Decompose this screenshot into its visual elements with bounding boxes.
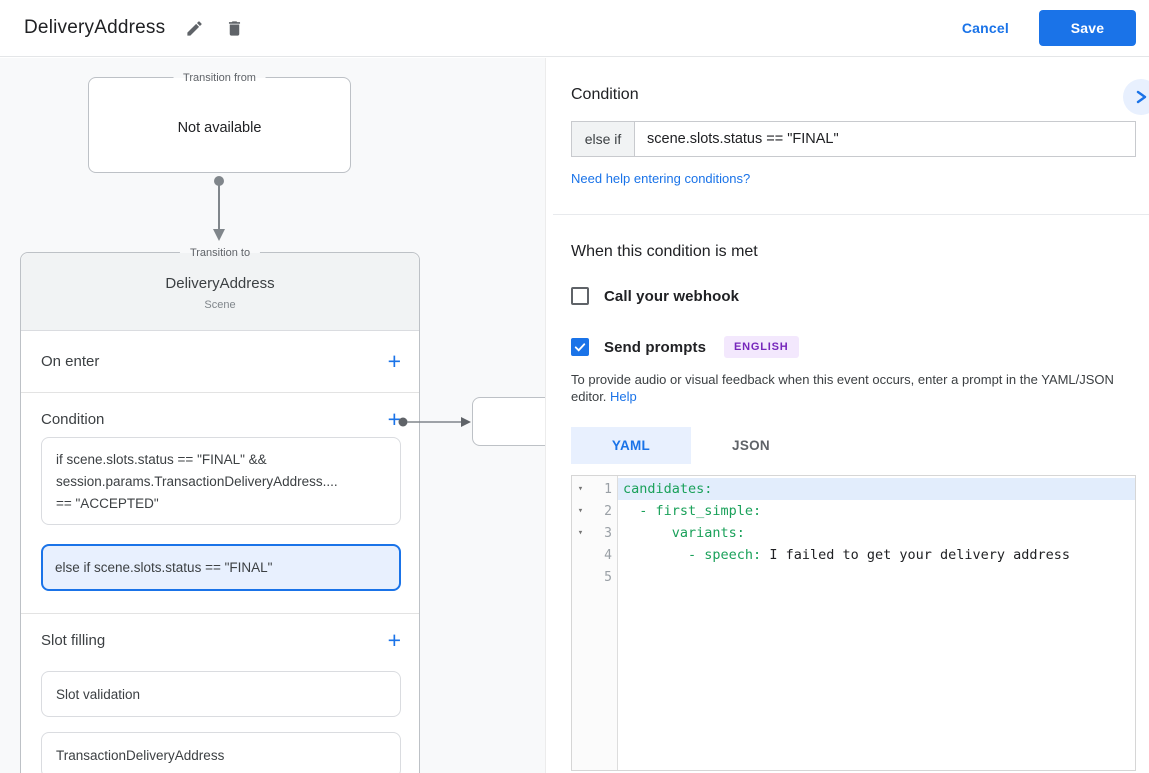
trash-icon: [225, 19, 244, 38]
webhook-checkbox-unchecked[interactable]: [571, 287, 589, 305]
tab-yaml[interactable]: YAML: [571, 427, 691, 464]
condition-help-link[interactable]: Need help entering conditions?: [571, 171, 751, 186]
condition-editor-panel: Condition else if Need help entering con…: [546, 58, 1149, 773]
add-slot-button[interactable]: +: [387, 626, 401, 653]
code-indent: [623, 547, 688, 563]
section-divider: [21, 613, 419, 614]
on-enter-section: On enter +: [21, 331, 419, 393]
on-enter-label: On enter: [41, 353, 100, 370]
condition-label: Condition: [41, 410, 105, 428]
code-key: - speech:: [688, 547, 762, 563]
fold-arrow-icon[interactable]: ▾: [577, 484, 584, 494]
scene-card: Transition to DeliveryAddress Scene On e…: [20, 247, 420, 773]
condition-else-card-selected[interactable]: else if scene.slots.status == "FINAL": [41, 544, 401, 591]
editor-tabs: YAML JSON: [571, 427, 1136, 464]
line-number: 1: [604, 481, 612, 497]
scene-type: Scene: [204, 299, 236, 311]
condition-prefix-label: else if: [572, 122, 635, 156]
scene-card-header: DeliveryAddress Scene: [21, 253, 419, 331]
prompts-description: To provide audio or visual feedback when…: [571, 371, 1133, 405]
transition-to-label: Transition to: [179, 247, 261, 259]
webhook-row: Call your webhook: [571, 287, 1136, 305]
editor-gutter: ▾ 1 ▾ 2 ▾ 3 4 5: [572, 476, 618, 770]
scene-name: DeliveryAddress: [165, 275, 275, 292]
prompts-description-text: To provide audio or visual feedback when…: [571, 372, 1114, 404]
code-indent: [623, 503, 639, 519]
send-prompts-row: Send prompts ENGLISH: [571, 336, 1136, 358]
tab-json[interactable]: JSON: [732, 438, 770, 453]
code-line: variants:: [618, 522, 1135, 544]
chevron-right-icon: [1134, 90, 1148, 104]
slot-transaction-card[interactable]: TransactionDeliveryAddress: [41, 732, 401, 773]
save-button[interactable]: Save: [1039, 10, 1136, 46]
code-line: candidates:: [618, 478, 1135, 500]
line-number: 4: [604, 547, 612, 563]
yaml-code-editor[interactable]: ▾ 1 ▾ 2 ▾ 3 4 5 candidates: - first_sim: [571, 475, 1136, 771]
pencil-icon: [185, 19, 204, 38]
delete-scene-button[interactable]: [217, 11, 251, 45]
gutter-row: ▾ 2: [572, 500, 617, 522]
code-indent: [623, 525, 672, 541]
slot-validation-card[interactable]: Slot validation: [41, 671, 401, 717]
else-transition-connector-icon: [396, 413, 476, 431]
top-bar: DeliveryAddress Cancel Save: [0, 0, 1149, 57]
when-condition-met-title: When this condition is met: [571, 243, 758, 260]
line-number: 3: [604, 525, 612, 541]
webhook-label: Call your webhook: [604, 287, 740, 305]
code-line: [618, 566, 1135, 588]
help-link[interactable]: Help: [610, 389, 637, 404]
line-number: 5: [604, 569, 612, 585]
slot-filling-label: Slot filling: [41, 631, 106, 649]
condition-input-row: else if: [571, 121, 1136, 157]
language-badge: ENGLISH: [724, 336, 799, 358]
code-key: candidates:: [623, 481, 713, 497]
condition-if-card[interactable]: if scene.slots.status == "FINAL" && sess…: [41, 437, 401, 525]
add-on-enter-button[interactable]: +: [387, 348, 401, 374]
panel-title: Condition: [571, 86, 639, 103]
transition-target-node[interactable]: [472, 397, 545, 446]
transition-from-node: Transition from Not available: [88, 72, 351, 173]
cancel-button[interactable]: Cancel: [961, 20, 1009, 36]
slot-filling-section-header: Slot filling +: [21, 614, 419, 658]
code-value: I failed to get your delivery address: [761, 547, 1071, 563]
code-key: variants:: [671, 525, 745, 541]
condition-section-header: Condition +: [21, 393, 419, 437]
edit-title-button[interactable]: [177, 11, 211, 45]
transition-from-content: Not available: [177, 120, 262, 136]
collapse-panel-button[interactable]: [1123, 79, 1149, 115]
scene-diagram-canvas: Transition from Not available Transition…: [0, 58, 546, 773]
send-prompts-label: Send prompts: [604, 338, 707, 356]
send-prompts-checkbox-checked[interactable]: [571, 338, 589, 356]
transition-from-label: Transition from: [173, 72, 266, 84]
fold-arrow-icon[interactable]: ▾: [577, 528, 584, 538]
gutter-row: ▾ 1: [572, 478, 617, 500]
condition-expression-input[interactable]: [635, 122, 1135, 156]
fold-arrow-icon[interactable]: ▾: [577, 506, 584, 516]
gutter-row: 4: [572, 544, 617, 566]
transition-arrow-down-icon: [211, 173, 227, 243]
editor-code-area[interactable]: candidates: - first_simple: variants: - …: [618, 476, 1135, 770]
panel-divider: [553, 214, 1149, 215]
code-line: - speech: I failed to get your delivery …: [618, 544, 1135, 566]
gutter-row: ▾ 3: [572, 522, 617, 544]
checkmark-icon: [573, 340, 587, 354]
page-title: DeliveryAddress: [24, 17, 166, 38]
code-key: - first_simple:: [639, 503, 762, 519]
line-number: 2: [604, 503, 612, 519]
code-line: - first_simple:: [618, 500, 1135, 522]
add-condition-button[interactable]: +: [387, 405, 401, 432]
gutter-row: 5: [572, 566, 617, 588]
